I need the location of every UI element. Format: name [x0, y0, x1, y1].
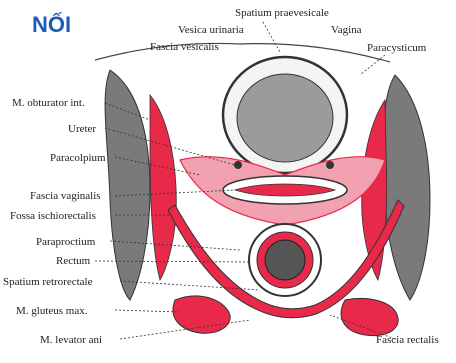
- label-vesica-urinaria: Vesica urinaria: [178, 24, 244, 36]
- label-spatium-retrorectale: Spatium retrorectale: [3, 276, 93, 288]
- label-m-obturator-int: M. obturator int.: [12, 97, 85, 109]
- label-fossa-ischiorectalis: Fossa ischiorectalis: [10, 210, 96, 222]
- label-ureter: Ureter: [68, 123, 96, 135]
- label-fascia-vaginalis: Fascia vaginalis: [30, 190, 101, 202]
- left-obturator-muscle: [150, 95, 176, 280]
- label-paracysticum: Paracysticum: [367, 42, 426, 54]
- right-ureter: [326, 161, 334, 169]
- right-gluteus-muscle: [341, 298, 398, 335]
- pelvic-outline: [95, 43, 390, 62]
- label-vagina: Vagina: [331, 24, 362, 36]
- bladder-lumen: [237, 74, 333, 162]
- label-spatium-praevesicale: Spatium praevesicale: [235, 7, 329, 19]
- label-fascia-rectalis: Fascia rectalis: [376, 334, 439, 346]
- left-bone: [105, 70, 150, 300]
- rectum-lumen: [265, 240, 305, 280]
- label-paraproctium: Paraproctium: [36, 236, 95, 248]
- label-fascia-vesicalis: Fascia vesicalis: [150, 41, 219, 53]
- label-m-levator-ani: M. levator ani: [40, 334, 102, 346]
- label-paracolpium: Paracolpium: [50, 152, 106, 164]
- page-heading: NỐI: [32, 12, 71, 38]
- label-rectum: Rectum: [56, 255, 90, 267]
- left-gluteus-muscle: [173, 296, 230, 333]
- left-ureter: [234, 161, 242, 169]
- label-m-gluteus-max: M. gluteus max.: [16, 305, 88, 317]
- right-bone: [384, 75, 430, 300]
